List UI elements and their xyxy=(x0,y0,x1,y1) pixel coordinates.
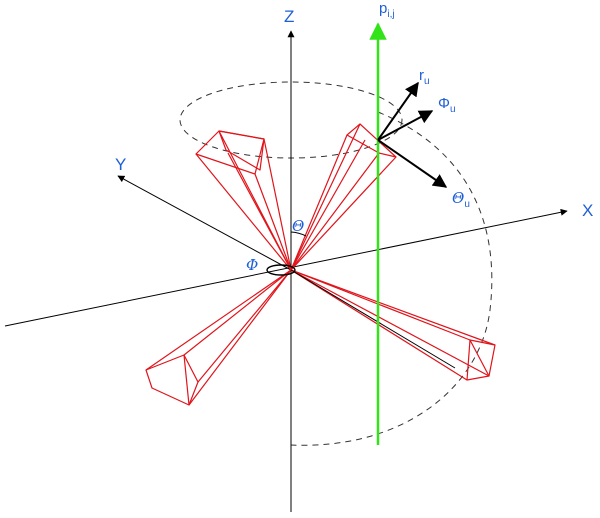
theta-unit-vector-label: Θu xyxy=(452,189,470,210)
y-axis xyxy=(117,175,292,271)
x-axis-label: X xyxy=(582,201,593,220)
y-axis-label: Y xyxy=(115,155,126,174)
phi-unit-vector-label: Φu xyxy=(438,95,456,115)
beam-lower-left xyxy=(145,269,292,406)
r-unit-vector-label: ru xyxy=(419,67,430,87)
theta-angle-arc xyxy=(290,231,307,237)
beam-upper-right xyxy=(290,123,397,271)
phi-unit-vector xyxy=(377,110,434,141)
r-unit-vector xyxy=(377,81,419,141)
theta-angle-label: Θ xyxy=(292,217,304,235)
theta-unit-vector xyxy=(377,139,448,188)
phi-angle-arc xyxy=(266,264,296,276)
beam-upper-left xyxy=(195,130,292,271)
z-axis-label: Z xyxy=(284,7,294,26)
dashed-meridian-arc xyxy=(290,111,493,446)
unit-vectors xyxy=(377,81,448,188)
beam-lower-right xyxy=(290,269,496,381)
x-axis xyxy=(4,208,568,327)
phi-angle-label: Φ xyxy=(246,256,258,274)
p-line-label: pi,j xyxy=(379,0,395,20)
